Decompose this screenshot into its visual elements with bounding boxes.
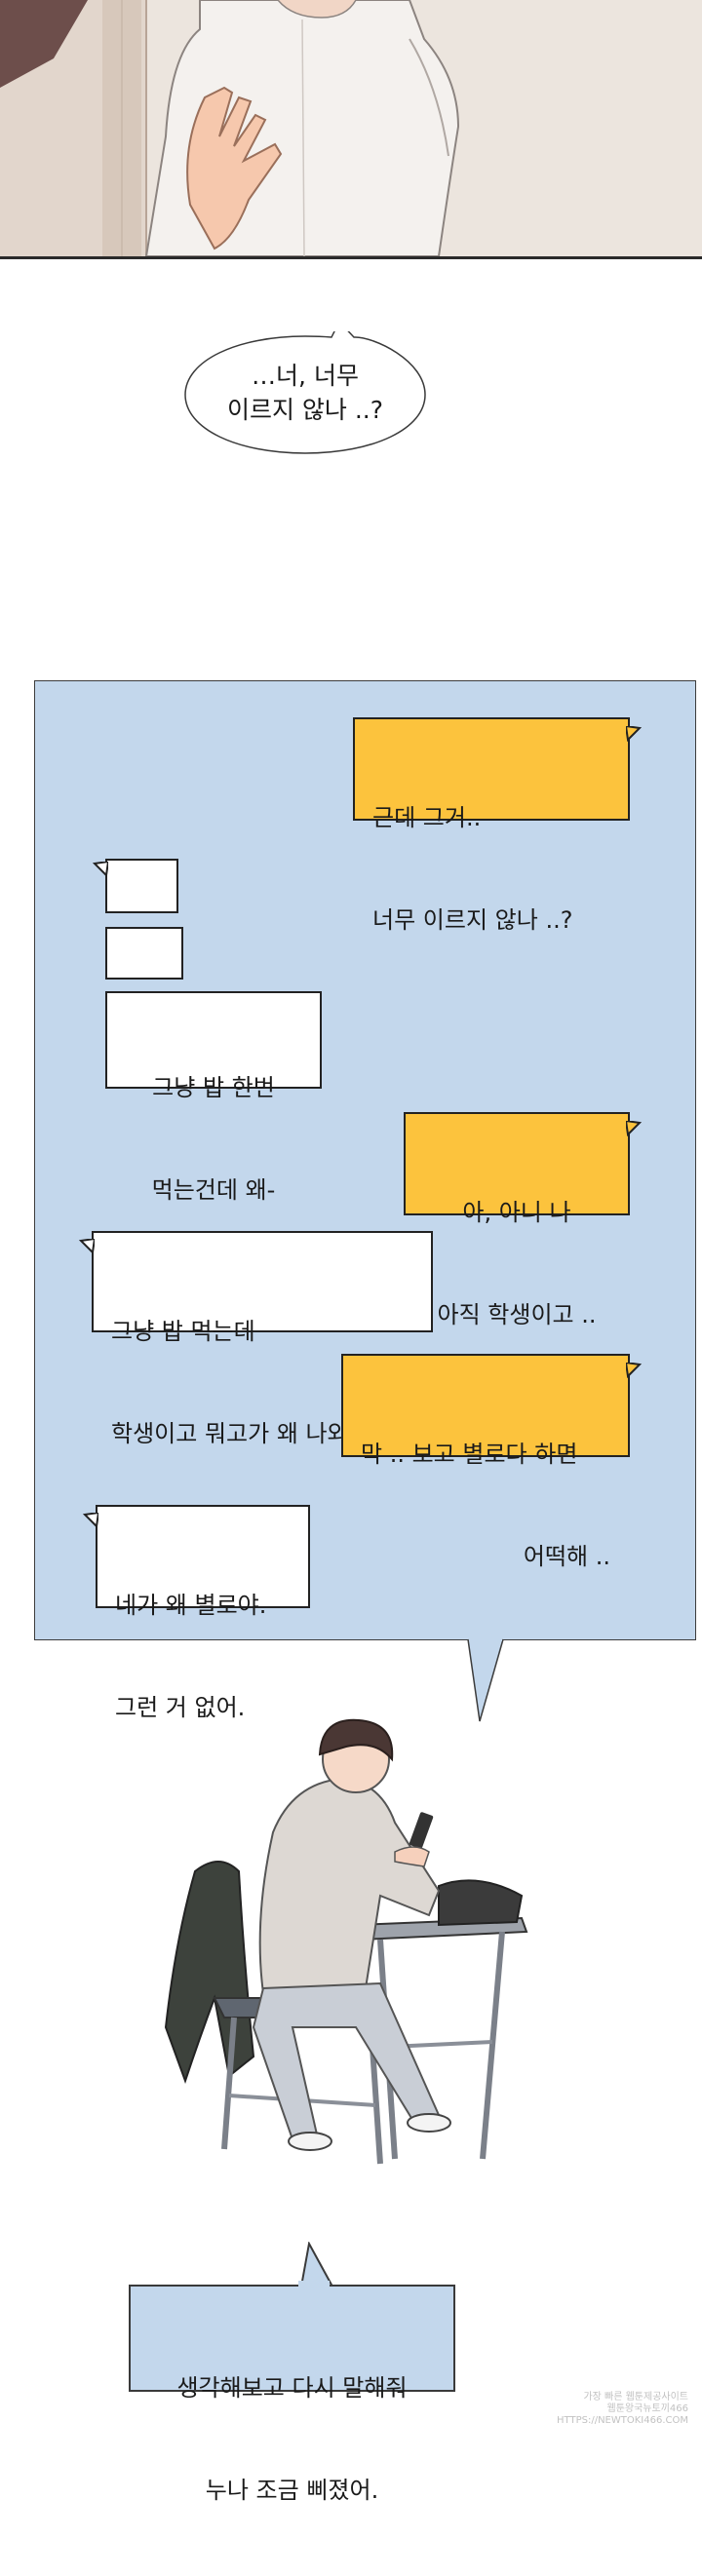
speech-line-1: …너, 너무 — [252, 362, 359, 390]
chat-message-mine: 막 .. 보고 별로다 하면 어떡해 .. — [341, 1354, 630, 1570]
message-line: 네가 왜 별로야. — [115, 1592, 267, 1619]
chat-message-mine: 아, 아니 나 아직 학생이고 .. — [404, 1112, 630, 1328]
message-line: 먹는건데 왜- — [151, 1176, 276, 1204]
message-line: 어떡해 .. — [523, 1543, 610, 1570]
watermark-line-3: HTTPS://NEWTOKI466.COM — [557, 2415, 688, 2426]
bubble-tail — [93, 862, 108, 877]
message-line: 막 .. 보고 별로다 하면 — [361, 1441, 578, 1468]
bubble-tail — [83, 1513, 98, 1528]
speech-line-2: 이르지 않나 ..? — [226, 396, 384, 424]
chat-message-theirs: 그냥 밥 먹는데 학생이고 뭐고가 왜 나와 - — [92, 1231, 433, 1447]
speech-bubble: …너, 너무 이르지 않나 ..? — [183, 331, 427, 458]
character-waving-illustration — [0, 0, 702, 256]
caption-tail — [300, 2242, 333, 2288]
watermark: 가장 빠른 웹툰제공사이트 웹툰왕국뉴토끼466 HTTPS://NEWTOKI… — [513, 2392, 688, 2427]
chat-message-theirs: 네가 왜 별로야. 그런 거 없어. — [96, 1505, 310, 1721]
message-line: 아, 아니 나 — [462, 1199, 571, 1226]
bubble-tail — [626, 1363, 642, 1378]
bubble-tail — [626, 726, 642, 742]
message-line: 그냥 밥 먹는데 — [111, 1318, 255, 1345]
message-line: 너무 이르지 않나 ..? — [372, 906, 573, 934]
watermark-line-1: 가장 빠른 웹툰제공사이트 — [583, 2392, 688, 2403]
message-line: 그냥 밥 한번 — [152, 1074, 275, 1101]
caption-line-1: 생각해보고 다시 말해줘 — [176, 2374, 408, 2402]
caption-line-2: 누나 조금 삐졌어. — [205, 2477, 379, 2504]
chat-panel-tail — [467, 1637, 504, 1722]
chat-screen: 근데 그거.. 너무 이르지 않나 ..? 뭐 ? 아 ~ 그냥 밥 한번 먹는… — [34, 680, 696, 1721]
watermark-line-2: 웹툰왕국뉴토끼466 — [606, 2403, 689, 2414]
chat-message-theirs: 아 ~ — [105, 927, 183, 1036]
chat-message-theirs: 그냥 밥 한번 먹는건데 왜- — [105, 991, 322, 1204]
speech-bubble-shape — [184, 331, 426, 454]
chat-message-theirs: 뭐 ? — [105, 859, 178, 968]
bubble-tail — [626, 1121, 642, 1136]
message-line: 아직 학생이고 .. — [437, 1301, 597, 1328]
chat-message-mine: 근데 그거.. 너무 이르지 않나 ..? — [353, 717, 630, 934]
message-line: 그런 거 없어. — [115, 1694, 246, 1721]
bubble-tail — [79, 1239, 95, 1254]
top-illustration-panel — [0, 0, 702, 256]
student-at-desk-illustration — [164, 1718, 528, 2165]
caption-box: 생각해보고 다시 말해줘 누나 조금 삐졌어. — [129, 2285, 455, 2504]
message-line: 근데 그거.. — [372, 804, 482, 831]
caption-tail-cover — [298, 2281, 330, 2287]
panel-divider — [0, 256, 702, 259]
